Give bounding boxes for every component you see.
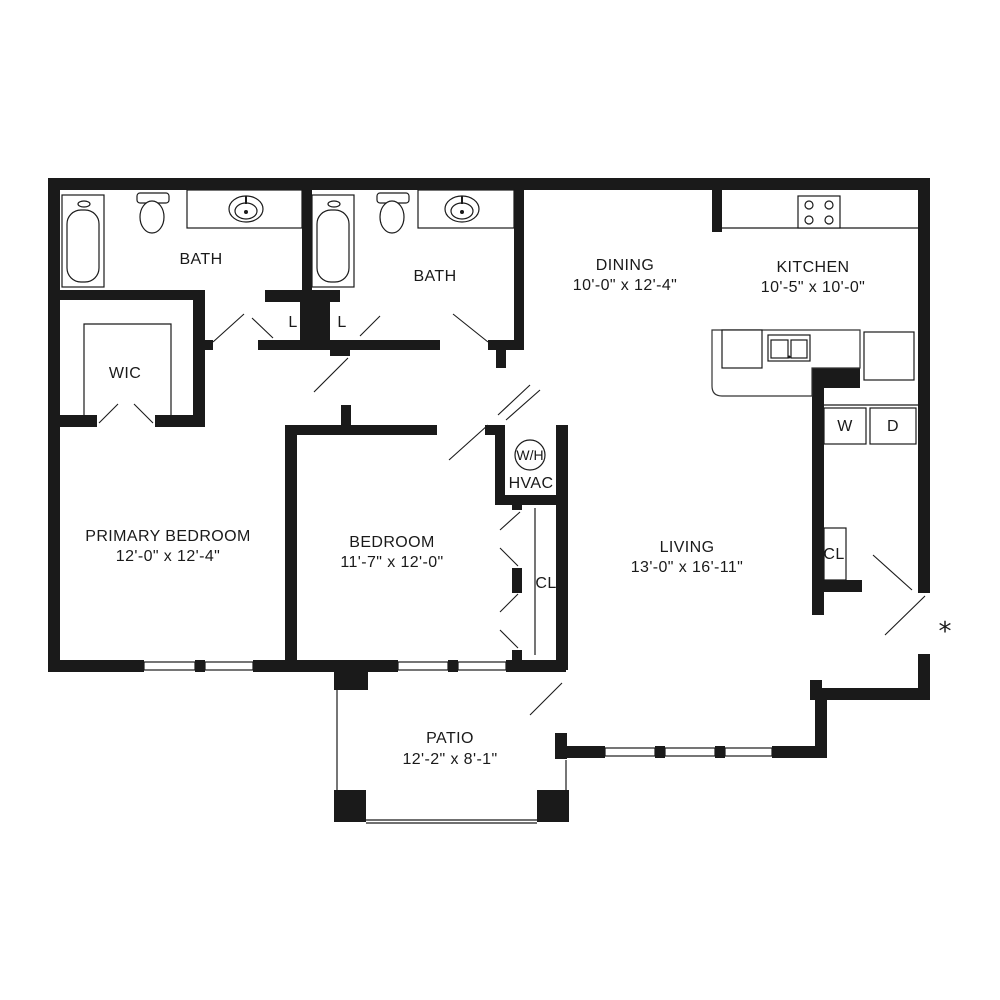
washer-label: W <box>837 418 853 435</box>
bedroom-door <box>448 424 489 461</box>
dryer-icon <box>869 407 917 445</box>
bath2-label: BATH <box>413 268 456 285</box>
hvac-door-b <box>505 389 541 421</box>
primary-bedroom-label: PRIMARY BEDROOM <box>85 528 250 545</box>
linen2-door <box>359 315 381 337</box>
toilet-icon <box>376 192 410 234</box>
washer-icon <box>823 407 867 445</box>
kitchen-fixtures <box>711 195 918 397</box>
doors[interactable] <box>98 313 926 716</box>
closet-door-4 <box>499 629 519 649</box>
entry-door <box>884 595 926 636</box>
bath2-fixtures <box>311 189 515 288</box>
laundry-fixtures <box>823 404 918 581</box>
dryer-label: D <box>887 418 899 435</box>
wic-door-right <box>133 403 154 424</box>
sink-icon <box>444 195 480 223</box>
kitchen-dims: 10'-5" x 10'-0" <box>761 279 865 296</box>
windows <box>143 661 773 824</box>
primary-bedroom-dims: 12'-0" x 12'-4" <box>116 548 220 565</box>
sink-icon <box>228 195 264 223</box>
entry-closet-door <box>872 554 913 591</box>
bath2-door <box>452 313 489 343</box>
bath1-fixtures <box>61 189 303 288</box>
closet-door-2 <box>499 547 519 567</box>
water-heater-icon <box>514 439 546 471</box>
dining-dims: 10'-0" x 12'-4" <box>573 277 677 294</box>
closet-door-1 <box>499 511 521 531</box>
closet-door-3 <box>499 593 519 613</box>
kitchen-label: KITCHEN <box>776 259 849 276</box>
dining-label: DINING <box>596 257 654 274</box>
living-dims: 13'-0" x 16'-11" <box>631 559 744 576</box>
wic-door-left <box>98 403 119 424</box>
hall-door <box>313 357 349 393</box>
bath1-label: BATH <box>179 251 222 268</box>
linen1-door <box>251 317 274 339</box>
dishwasher-icon <box>721 329 763 369</box>
bedroom-label: BEDROOM <box>349 534 434 551</box>
hvac-door-a <box>497 384 531 416</box>
toilet-icon <box>136 192 170 234</box>
living-label: LIVING <box>660 539 715 556</box>
hvac-label: HVAC <box>509 475 554 492</box>
wic-shelving <box>83 323 172 415</box>
stove-icon <box>797 195 841 229</box>
patio-door <box>529 682 563 716</box>
room-labels: BATH BATH WIC L L DINING 10'-0" x 12'-4"… <box>85 251 951 768</box>
entry-closet-label: CL <box>823 546 844 563</box>
bedroom-closet-label: CL <box>535 575 556 592</box>
patio-label: PATIO <box>426 730 474 747</box>
patio-dims: 12'-2" x 8'-1" <box>402 751 497 768</box>
refrigerator-icon <box>863 331 915 381</box>
entry-marker-icon: * <box>939 617 952 647</box>
wic-label: WIC <box>109 365 141 382</box>
linen2-label: L <box>337 314 346 331</box>
sink-icon <box>767 334 811 362</box>
linen1-label: L <box>288 314 297 331</box>
bath1-door <box>212 313 245 343</box>
interior-walls <box>60 190 862 672</box>
water-heater-label: W/H <box>516 447 543 463</box>
bedroom-dims: 11'-7" x 12'-0" <box>340 554 443 571</box>
